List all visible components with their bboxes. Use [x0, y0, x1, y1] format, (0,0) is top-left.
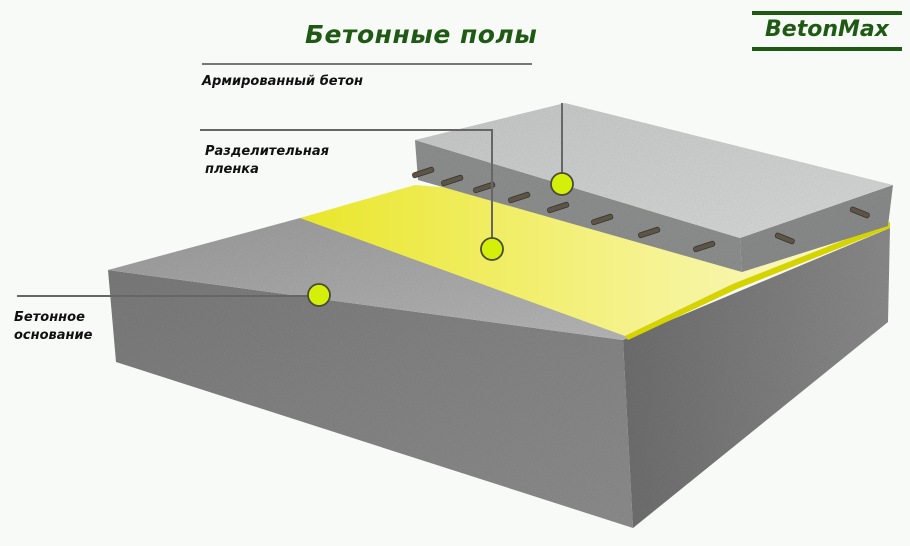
- label-reinforced-concrete: Армированный бетон: [202, 73, 363, 91]
- leader-separation-film: [200, 129, 493, 248]
- logo-bottom-bar: [752, 47, 902, 51]
- logo-top-bar: [752, 11, 902, 15]
- brand-logo: BetonMax: [752, 11, 902, 51]
- reinforced-concrete-slab: [415, 103, 893, 272]
- title-divider: [202, 63, 532, 65]
- page-title: Бетонные полы: [305, 20, 538, 49]
- label-line: Армированный бетон: [202, 74, 364, 89]
- marker-separation-film: [480, 237, 504, 261]
- leader-lines: [17, 103, 563, 297]
- label-line: пленка: [205, 162, 259, 177]
- layer-markers: [307, 172, 574, 307]
- label-line: Бетонное: [14, 310, 85, 325]
- marker-concrete-base: [307, 283, 331, 307]
- rebar-ends: [412, 166, 870, 253]
- marker-reinforced-concrete: [550, 172, 574, 196]
- label-line: Разделительная: [205, 144, 329, 159]
- label-concrete-base: Бетонное основание: [14, 309, 92, 345]
- label-line: основание: [14, 328, 93, 343]
- label-separation-film: Разделительная пленка: [205, 143, 329, 179]
- logo-text: BetonMax: [765, 17, 889, 42]
